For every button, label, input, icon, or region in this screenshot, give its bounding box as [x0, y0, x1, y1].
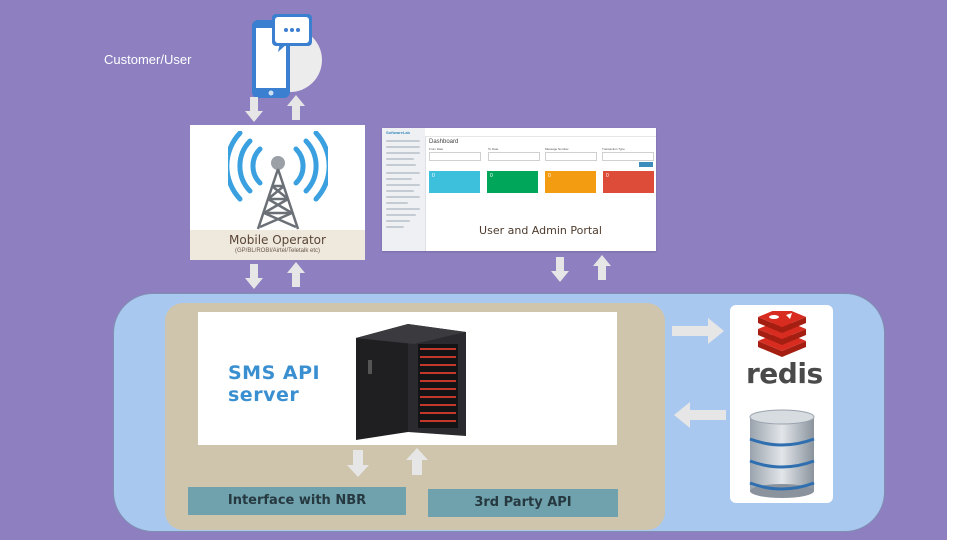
portal-page-title: Dashboard: [429, 139, 459, 145]
up-arrow-icon: [406, 448, 428, 475]
up-arrow-icon: [593, 255, 611, 280]
sms-api-server-card: SMS API server: [198, 312, 617, 445]
operator-subtitle: (GP/BL/ROBI/Airtel/Teletalk etc): [234, 248, 321, 254]
filter-input: [429, 152, 481, 161]
filter-label: Message Number: [545, 147, 569, 151]
mobile-operator-card: Mobile Operator (GP/BL/ROBI/Airtel/Telet…: [190, 125, 365, 260]
database-icon: [749, 409, 815, 498]
filter-label: To Date: [488, 147, 499, 151]
interface-nbr-box: Interface with NBR: [188, 487, 406, 515]
operator-title: Mobile Operator: [229, 233, 326, 247]
down-arrow-icon: [245, 264, 263, 289]
server-title: SMS API server: [228, 362, 321, 406]
filter-input: [602, 152, 654, 161]
filter-label: Transaction Type: [602, 147, 625, 151]
filter-input: [488, 152, 540, 161]
down-arrow-icon: [347, 450, 369, 477]
server-tower-icon: [356, 324, 466, 440]
cell-tower-icon: [228, 131, 328, 230]
third-party-api-box: 3rd Party API: [428, 489, 618, 517]
redis-logo-icon: [758, 311, 806, 357]
stat-tile: 0: [545, 171, 596, 193]
cache-database-card: redis: [730, 305, 833, 503]
up-arrow-icon: [287, 95, 305, 120]
portal-caption: User and Admin Portal: [479, 224, 602, 237]
portal-screenshot-card: SoftwareLab Dashboard From Date To Date …: [382, 128, 656, 251]
stat-tile: 0: [603, 171, 654, 193]
operator-caption-band: Mobile Operator (GP/BL/ROBI/Airtel/Telet…: [190, 230, 365, 260]
redis-label: redis: [746, 357, 823, 390]
filter-label: From Date: [429, 147, 444, 151]
stat-tile: 0: [487, 171, 538, 193]
portal-topbar: [425, 128, 656, 137]
right-arrow-icon: [672, 318, 724, 344]
up-arrow-icon: [287, 262, 305, 287]
left-arrow-icon: [674, 402, 726, 428]
search-button: [639, 162, 653, 167]
portal-sidebar: SoftwareLab: [382, 128, 426, 251]
down-arrow-icon: [551, 257, 569, 282]
customer-user-label: Customer/User: [104, 52, 192, 67]
smartphone-chat-icon: [252, 14, 322, 98]
stat-tile: 0: [429, 171, 480, 193]
portal-brand: SoftwareLab: [386, 130, 411, 135]
down-arrow-icon: [245, 97, 263, 122]
filter-input: [545, 152, 597, 161]
